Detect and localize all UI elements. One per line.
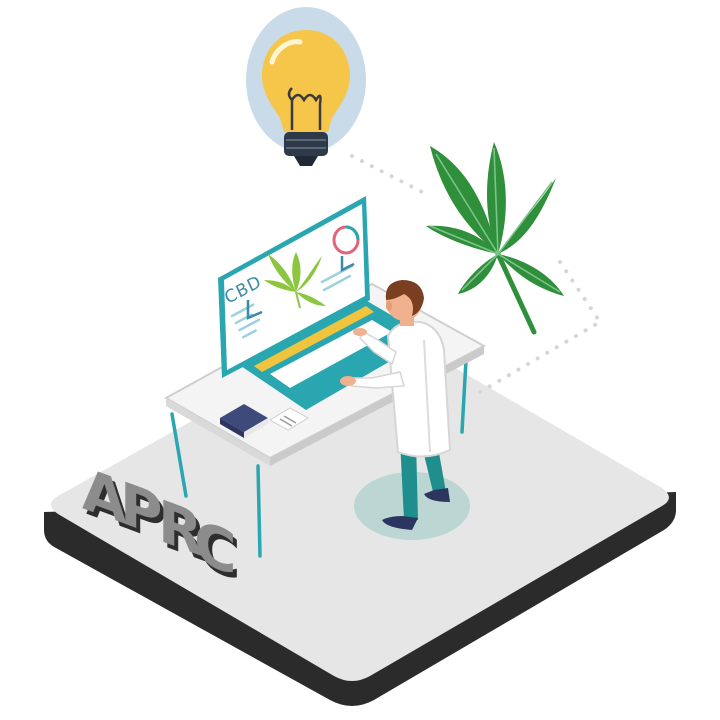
cannabis-leaf-icon — [426, 142, 564, 335]
lightbulb-icon — [246, 7, 366, 166]
document-icon — [269, 407, 309, 431]
logo-letter-r-shadow: R — [162, 492, 207, 576]
lab-coat — [386, 320, 452, 458]
bulb-base — [284, 132, 328, 156]
bulb-glass — [262, 30, 350, 132]
dotted-connector — [350, 154, 603, 394]
screen-ring-chart — [332, 225, 360, 255]
logo-letter-c: C — [194, 507, 237, 590]
logo-letter-p: P — [120, 469, 163, 552]
hair — [385, 280, 424, 316]
screen-leaf-icon — [264, 252, 326, 309]
aprc-logo: A A P P R R C C — [82, 455, 241, 596]
book-icon — [220, 404, 268, 438]
logo-letter-r: R — [158, 487, 203, 571]
scientist-figure — [340, 280, 470, 540]
bulb-filament — [287, 87, 322, 130]
logo-letter-a: A — [82, 455, 128, 539]
logo-letter-a-shadow: A — [86, 460, 132, 544]
logo-letter-c-shadow: C — [198, 512, 241, 595]
monitor: CBD — [218, 196, 370, 378]
monitor-screen — [224, 204, 365, 370]
logo-letter-p-shadow: P — [124, 474, 167, 557]
